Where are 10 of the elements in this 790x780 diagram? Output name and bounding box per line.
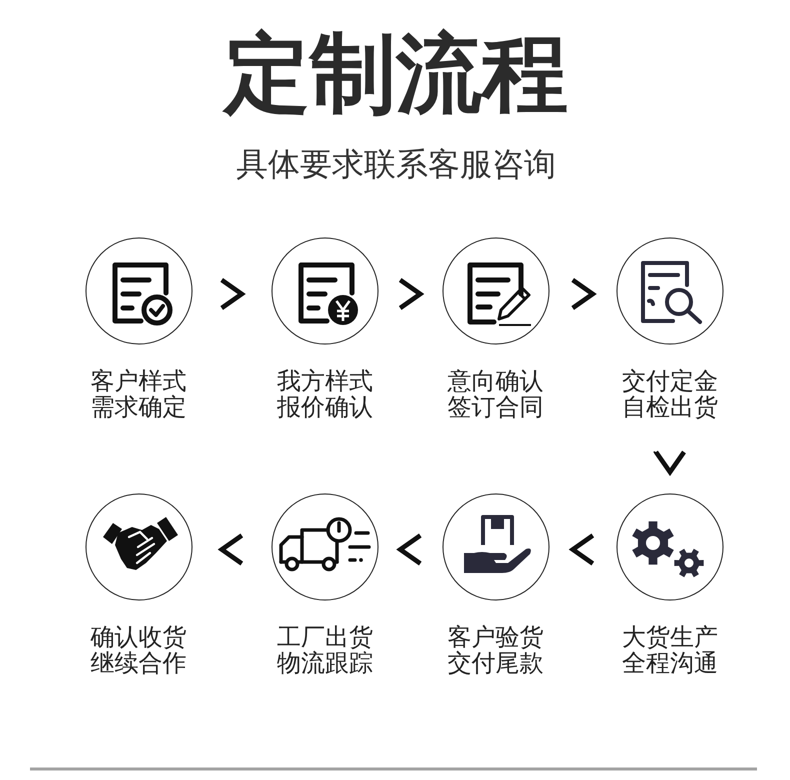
step-label: 客户样式需求确定 <box>90 368 188 420</box>
step-label: 意向确认签订合同 <box>446 368 544 420</box>
step-label: 我方样式报价确认 <box>276 368 374 420</box>
step-label: 确认收货继续合作 <box>90 624 188 676</box>
step-label: 大货生产全程沟通 <box>621 624 719 676</box>
subtitle: 具体要求联系客服咨询 <box>236 146 556 182</box>
step-label: 交付定金自检出货 <box>621 368 719 420</box>
step-label: 客户验货交付尾款 <box>446 624 544 676</box>
title: 定制流程 <box>224 29 568 119</box>
step-label: 工厂出货物流跟踪 <box>276 624 374 676</box>
